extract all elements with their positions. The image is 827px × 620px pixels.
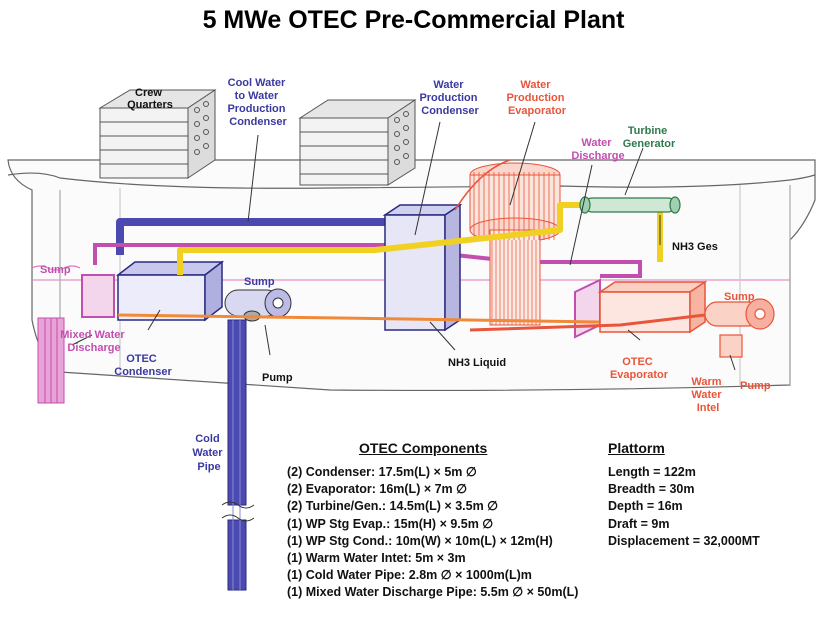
nh3-gas-label: NH3 Ges [672, 241, 718, 253]
component-row: (1) WP Stg Evap.: 15m(H) × 9.5m ∅ [287, 516, 494, 531]
component-row: (1) WP Stg Cond.: 10m(W) × 10m(L) × 12m(… [287, 533, 553, 548]
platform-row: Depth = 16m [608, 499, 683, 514]
cold-water-pipe [221, 319, 255, 591]
platform-row: Displacement = 32,000MT [608, 533, 760, 548]
warm-water-intel-label: Warm Water Intel [691, 376, 724, 414]
platform-row: Length = 122m [608, 465, 696, 479]
turbine-generator [579, 196, 681, 214]
warm-water-line [469, 313, 706, 332]
pump-center-label: Pump [262, 372, 293, 384]
otec-evaporator [597, 280, 708, 334]
center-pump [224, 288, 292, 322]
diagram-title: 5 MWe OTEC Pre-Commercial Plant [202, 6, 625, 34]
platform-row: Draft = 9m [608, 516, 670, 531]
platform-table: Plattorm Length = 122m Breadth = 30m Dep… [608, 440, 760, 550]
crew-quarters-left [98, 89, 217, 179]
components-heading: OTEC Components [359, 440, 488, 456]
component-row: (1) Mixed Water Discharge Pipe: 5.5m ∅ ×… [287, 585, 579, 600]
platform-row: Breadth = 30m [608, 482, 695, 497]
warm-water-pump [704, 298, 775, 358]
water-production-condenser [382, 203, 463, 332]
cold-water-pipe-label: Cold Water Pipe [192, 433, 225, 473]
otec-condenser-label: OTEC Condenser [114, 353, 172, 378]
platform-heading: Plattorm [608, 440, 665, 456]
turbine-generator-label: Turbine Generator [623, 125, 676, 150]
component-row: (1) Cold Water Pipe: 2.8m ∅ × 1000m(L)m [287, 568, 532, 583]
nh3-liquid-line [117, 313, 601, 324]
pump-right-label: Pump [740, 380, 771, 392]
wp-evaporator-label: Water Production Evaporator [506, 79, 567, 117]
otec-condenser [115, 260, 225, 322]
mixed-water-discharge-label: Mixed Water Discharge [60, 329, 127, 354]
water-production-evaporator [454, 159, 561, 326]
callout-lines [71, 121, 736, 371]
otec-evaporator-label: OTEC Evaporator [610, 356, 669, 381]
component-row: (2) Condenser: 17.5m(L) × 5m ∅ [287, 465, 477, 479]
component-row: (1) Warm Water Intet: 5m × 3m [287, 551, 466, 566]
water-discharge-line [600, 262, 642, 278]
crew-quarters-label: Crew Quarters [127, 87, 173, 111]
component-row: (2) Evaporator: 16m(L) × 7m ∅ [287, 482, 468, 497]
crew-quarters-right [298, 99, 417, 186]
wp-condenser-label: Water Production Condenser [419, 79, 480, 117]
cool-water-label: Cool Water to Water Production Condenser [227, 77, 288, 128]
sump-left-label: Sump [40, 264, 71, 276]
sump-center-label: Sump [244, 276, 275, 288]
otec-components-table: OTEC Components (2) Condenser: 17.5m(L) … [287, 440, 578, 602]
mixed-water-discharge-pipe [37, 317, 65, 404]
component-row: (2) Turbine/Gen.: 14.5m(L) × 3.5m ∅ [287, 499, 499, 514]
nh3-liquid-label: NH3 Liquid [448, 357, 506, 369]
water-discharge-label: Water Discharge [571, 137, 624, 162]
sump-right-label: Sump [724, 291, 755, 303]
